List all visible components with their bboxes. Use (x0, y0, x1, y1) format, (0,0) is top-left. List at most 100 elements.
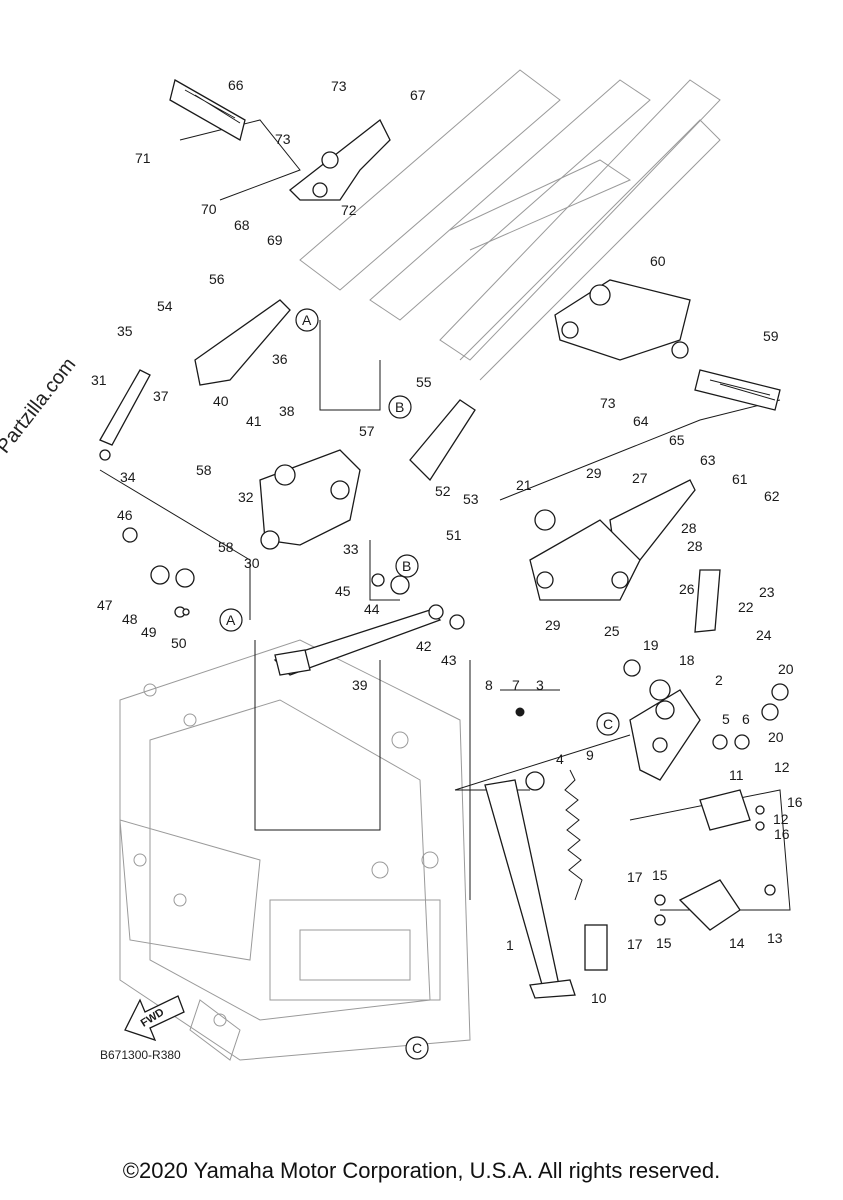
callout-69: 69 (267, 232, 283, 248)
sidestand-spring (564, 769, 583, 901)
callout-32: 32 (238, 489, 254, 505)
callout-46: 46 (117, 507, 133, 523)
callout-43: 43 (441, 652, 457, 668)
callout-40: 40 (213, 393, 229, 409)
callout-20: 20 (778, 661, 794, 677)
callout-22: 22 (738, 599, 754, 615)
left-footrest-bracket (259, 449, 361, 550)
callout-1: 1 (506, 937, 514, 953)
callout-14: 14 (729, 935, 745, 951)
callout-42: 42 (416, 638, 432, 654)
callout-61: 61 (732, 471, 748, 487)
reference-markers: A B A B C C (219, 308, 620, 1060)
callout-39: 39 (352, 677, 368, 693)
callout-12b: 12 (773, 811, 789, 827)
callout-4: 4 (556, 751, 564, 767)
callout-44: 44 (364, 601, 380, 617)
callout-72: 72 (341, 202, 357, 218)
callout-17: 17 (627, 869, 643, 885)
ref-a-left: A (226, 612, 236, 628)
callout-58: 58 (196, 462, 212, 478)
callout-11: 11 (729, 767, 744, 783)
callout-23: 23 (759, 584, 775, 600)
callout-47: 47 (97, 597, 113, 613)
callout-28: 28 (681, 520, 697, 536)
bracket-plate (409, 399, 476, 482)
callout-67: 67 (410, 87, 426, 103)
right-footrest-stay (529, 509, 641, 601)
callout-59: 59 (763, 328, 779, 344)
ref-c-right: C (603, 716, 613, 732)
callout-55: 55 (416, 374, 432, 390)
callout-63: 63 (700, 452, 716, 468)
left-heel-guard (194, 299, 291, 386)
callout-29b: 29 (545, 617, 561, 633)
callout-48: 48 (122, 611, 138, 627)
callout-33: 33 (343, 541, 359, 557)
callout-28b: 28 (687, 538, 703, 554)
callout-73: 73 (331, 78, 347, 94)
callout-49: 49 (141, 624, 157, 640)
right-footrest-peg (694, 369, 781, 411)
callout-6: 6 (742, 711, 750, 727)
callout-17b: 17 (627, 936, 643, 952)
callout-37: 37 (153, 388, 169, 404)
sidestand-switch (678, 789, 751, 931)
callout-7: 7 (512, 677, 520, 693)
leader-lines (99, 119, 791, 911)
ref-a-top: A (302, 312, 312, 328)
ref-b-top: B (395, 399, 404, 415)
callout-45: 45 (335, 583, 351, 599)
callout-labels: 1 2 3 4 5 6 7 8 9 10 11 12 12 13 14 15 1… (91, 77, 803, 1006)
spring-cover (584, 924, 608, 971)
callout-57: 57 (359, 423, 375, 439)
callout-15b: 15 (656, 935, 672, 951)
callout-26: 26 (679, 581, 695, 597)
frame-ghost (119, 69, 721, 1061)
callout-38: 38 (279, 403, 295, 419)
rear-footrest-peg (169, 79, 246, 141)
callout-8: 8 (485, 677, 493, 693)
callout-16: 16 (787, 794, 803, 810)
rear-footrest-bracket (289, 119, 391, 201)
callout-20b: 20 (768, 729, 784, 745)
callout-73c: 73 (600, 395, 616, 411)
callout-41: 41 (246, 413, 262, 429)
callout-36: 36 (272, 351, 288, 367)
callout-34: 34 (120, 469, 136, 485)
shift-pedal (273, 609, 442, 676)
callout-10: 10 (591, 990, 607, 1006)
shift-rod (99, 369, 151, 446)
callout-52: 52 (435, 483, 451, 499)
callout-54: 54 (157, 298, 173, 314)
callout-29: 29 (586, 465, 602, 481)
ref-b-mid: B (402, 558, 411, 574)
callout-31: 31 (91, 372, 107, 388)
sidestand-bracket (629, 689, 701, 781)
callout-21: 21 (516, 477, 532, 493)
callout-24: 24 (756, 627, 772, 643)
callout-18: 18 (679, 652, 695, 668)
callout-13: 13 (767, 930, 783, 946)
callout-50: 50 (171, 635, 187, 651)
callout-66: 66 (228, 77, 244, 93)
right-footrest-bracket (554, 279, 691, 361)
callout-5: 5 (722, 711, 730, 727)
callout-15: 15 (652, 867, 668, 883)
forward-arrow (124, 995, 185, 1042)
brake-pedal (694, 569, 721, 633)
callout-53: 53 (463, 491, 479, 507)
callout-56: 56 (209, 271, 225, 287)
callout-70: 70 (201, 201, 217, 217)
callout-2: 2 (715, 672, 723, 688)
ref-c-bottom: C (412, 1040, 422, 1056)
callout-3: 3 (536, 677, 544, 693)
callout-71: 71 (135, 150, 151, 166)
callout-60: 60 (650, 253, 666, 269)
callout-73b: 73 (275, 131, 291, 147)
callout-12: 12 (774, 759, 790, 775)
callout-27: 27 (632, 470, 648, 486)
sidestand (484, 779, 576, 999)
callout-25: 25 (604, 623, 620, 639)
